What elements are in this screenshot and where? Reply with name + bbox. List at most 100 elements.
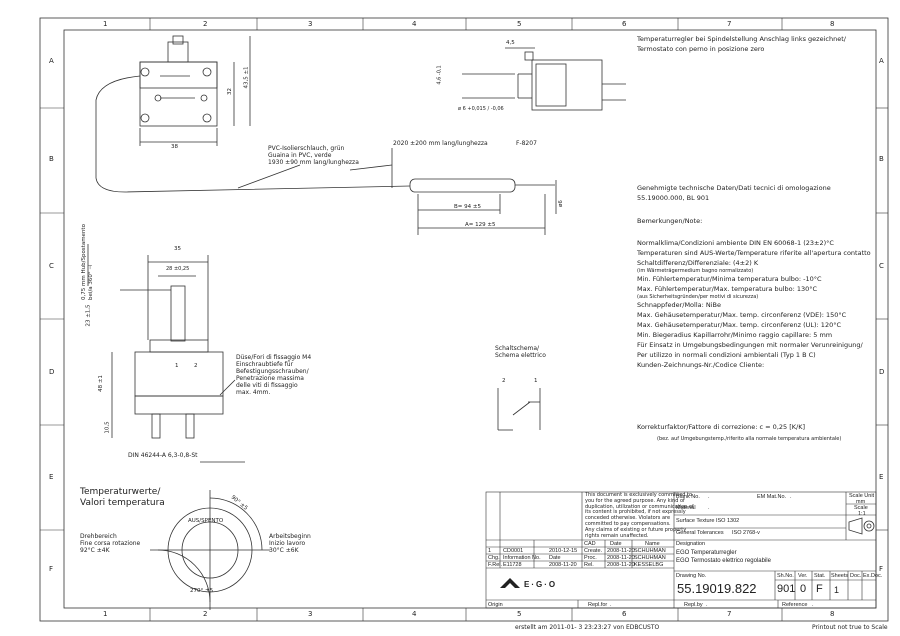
arbeitsbeginn: Arbeitsbeginn Inizio lavoro 30°C ±6K bbox=[269, 533, 311, 554]
dial-270: 270° ±5 bbox=[190, 588, 214, 594]
col-label: 3 bbox=[308, 20, 313, 28]
tolerance-value: ISO 2768-v bbox=[732, 530, 760, 536]
row-label: D bbox=[879, 368, 885, 376]
disclaimer-line: you for the agreed purpose. Any kind of bbox=[585, 497, 685, 504]
row-label: C bbox=[879, 262, 884, 270]
holes-line: Penetrazione massima bbox=[236, 375, 304, 382]
disclaimer-line: its content is prohibited, if not expres… bbox=[585, 509, 686, 516]
scale-label: Scale bbox=[854, 505, 868, 511]
arbeitsbeginn-line: 30°C ±6K bbox=[269, 547, 299, 554]
thermostat-top-view bbox=[139, 35, 218, 127]
tb-row-e: 2008-11-20 bbox=[607, 548, 635, 554]
reference-label: Reference bbox=[782, 602, 808, 608]
dim-43: 43,5 ±1 bbox=[243, 66, 250, 89]
title-block-lines bbox=[485, 491, 877, 609]
col-label: 8 bbox=[830, 20, 835, 28]
tb-row-e: 2008-11-20 bbox=[607, 562, 635, 568]
pvc-label: PVC-Isolierschlauch, grün Guaina in PVC,… bbox=[268, 145, 359, 166]
holes-line: max. 4mm. bbox=[236, 389, 271, 396]
dim-32: 32 bbox=[227, 88, 233, 95]
tb-row-f: SCHUHMAN bbox=[634, 548, 666, 554]
remark-line: (aus Sicherheitsgründen/per motivi di si… bbox=[637, 294, 759, 300]
disclaimer-line: conceded otherwise. Violators are bbox=[585, 515, 671, 522]
temp-title-line: Valori temperatura bbox=[80, 498, 165, 508]
remark-line: (im Wärmeträgermedium bagno normalizzato… bbox=[637, 268, 754, 274]
dim-46: 4,6 -0,1 bbox=[436, 65, 443, 85]
tb-row-f: KESSELBG bbox=[634, 562, 664, 568]
capillary-tube bbox=[95, 75, 411, 193]
repl-by-value: . bbox=[706, 602, 708, 608]
switch-label-2: 2 bbox=[194, 363, 198, 369]
origin-label: Origin bbox=[488, 602, 503, 608]
remark-line: Max. Gehäusetemperatur/Max. temp. circon… bbox=[637, 321, 842, 329]
col-label: 7 bbox=[727, 610, 732, 618]
scale-value: 1:1 bbox=[858, 511, 866, 517]
remark-line: Min. Fühlertemperatur/Minima temperatura… bbox=[637, 275, 822, 283]
sheets-value: 1 bbox=[834, 585, 840, 595]
col-label: 2 bbox=[203, 20, 208, 28]
ver-label: Ver. bbox=[798, 573, 808, 579]
ver-value: 0 bbox=[800, 583, 807, 595]
spindle-note-line: Temperaturregler bei Spindelstellung Ans… bbox=[637, 35, 846, 43]
blank-no-value: . bbox=[708, 494, 710, 500]
row-label: D bbox=[49, 368, 55, 376]
row-label: B bbox=[49, 155, 54, 163]
temp-title: Temperaturwerte/ Valori temperatura bbox=[80, 487, 165, 509]
pvc-line: PVC-Isolierschlauch, grün bbox=[268, 145, 345, 152]
approval-line: Genehmigte technische Daten/Dati tecnici… bbox=[637, 184, 831, 192]
dim-48: 48 ±1 bbox=[97, 375, 104, 392]
outer-frame bbox=[39, 17, 889, 622]
remark-line: Min. Biegeradius Kapillarrohr/Minimo rag… bbox=[637, 331, 833, 339]
printout-note: Printout not true to Scale bbox=[812, 624, 888, 631]
repl-for-label: Repl.for bbox=[588, 602, 608, 608]
col-label: 2 bbox=[203, 610, 208, 618]
repl-for-value: . bbox=[610, 602, 612, 608]
material-label: Material bbox=[676, 505, 696, 511]
pvc-line: 1930 ±90 mm lang/lunghezza bbox=[268, 159, 359, 166]
tb-row-b: CD0001 bbox=[503, 548, 524, 554]
arbeitsbeginn-line: Arbeitsbeginn bbox=[269, 533, 311, 540]
remark-line: Max. Gehäusetemperatur/Max. temp. circon… bbox=[637, 311, 847, 319]
spindle-note: Temperaturregler bei Spindelstellung Ans… bbox=[637, 34, 846, 54]
row-label: E bbox=[879, 473, 884, 481]
approval-note: Genehmigte technische Daten/Dati tecnici… bbox=[637, 183, 831, 203]
disclaimer-line: rights remain unaffected. bbox=[585, 532, 649, 539]
remark-line: Schaltdifferenz/Differenziale: (4±2) K bbox=[637, 259, 759, 267]
hub-line: bei/a 360° ⊣ bbox=[87, 264, 94, 300]
holes-line: delle viti di fissaggio bbox=[236, 382, 298, 389]
shno-label: Sh.No. bbox=[777, 573, 794, 579]
drawing-no: 55.19019.822 bbox=[677, 581, 757, 596]
designation-label: Designation bbox=[676, 541, 706, 547]
remark-line: Per utilizzo in normali condizioni ambie… bbox=[637, 351, 816, 359]
stat-label: Stat. bbox=[814, 573, 826, 579]
col-label: 5 bbox=[517, 610, 522, 618]
tb-row-c: Date bbox=[549, 555, 561, 561]
tb-row-f: SCHUHMAN bbox=[634, 555, 666, 561]
row-label: B bbox=[879, 155, 884, 163]
switch-label-1: 1 bbox=[175, 363, 179, 369]
tb-row-b: Information No. bbox=[503, 555, 541, 561]
dim-23: 23 ±1,5 bbox=[85, 304, 92, 327]
tb-row-d: Proc. bbox=[584, 555, 597, 561]
tb-row-a: F.Rel. bbox=[488, 562, 503, 568]
dim-105: 10,5 bbox=[104, 421, 111, 434]
col-label: 8 bbox=[830, 610, 835, 618]
tb-row-a: 1 bbox=[488, 548, 492, 554]
drehbereich-line: 92°C ±4K bbox=[80, 547, 110, 554]
schema-label: Schaltschema/ Schema elettrico bbox=[495, 345, 546, 359]
cad-label: CAD bbox=[584, 541, 596, 547]
col-label: 6 bbox=[622, 610, 627, 618]
approval-line: 55.19000.000, BL 901 bbox=[637, 194, 710, 202]
holes-label: Düse/Fori di fissaggio M4 Einschraubtief… bbox=[236, 354, 311, 396]
a-dim: A= 129 ±5 bbox=[465, 222, 496, 228]
disclaimer: This document is exclusively committed t… bbox=[585, 492, 694, 539]
em-mat-label: EM Mat.No. bbox=[757, 494, 787, 500]
remark-line: Max. Fühlertemperatur/Max. temperatura b… bbox=[637, 285, 818, 293]
col-label: 4 bbox=[412, 610, 417, 618]
name-header: Name bbox=[645, 541, 660, 547]
hub-label: 0,75 mm Hub/Spostamento bei/a 360° ⊣ bbox=[81, 224, 95, 300]
reference-value: . bbox=[812, 602, 814, 608]
remark-line: Temperaturen sind AUS-Werte/Temperature … bbox=[637, 249, 871, 257]
b-dim: B= 94 ±5 bbox=[454, 204, 481, 210]
col-label: 7 bbox=[727, 20, 732, 28]
